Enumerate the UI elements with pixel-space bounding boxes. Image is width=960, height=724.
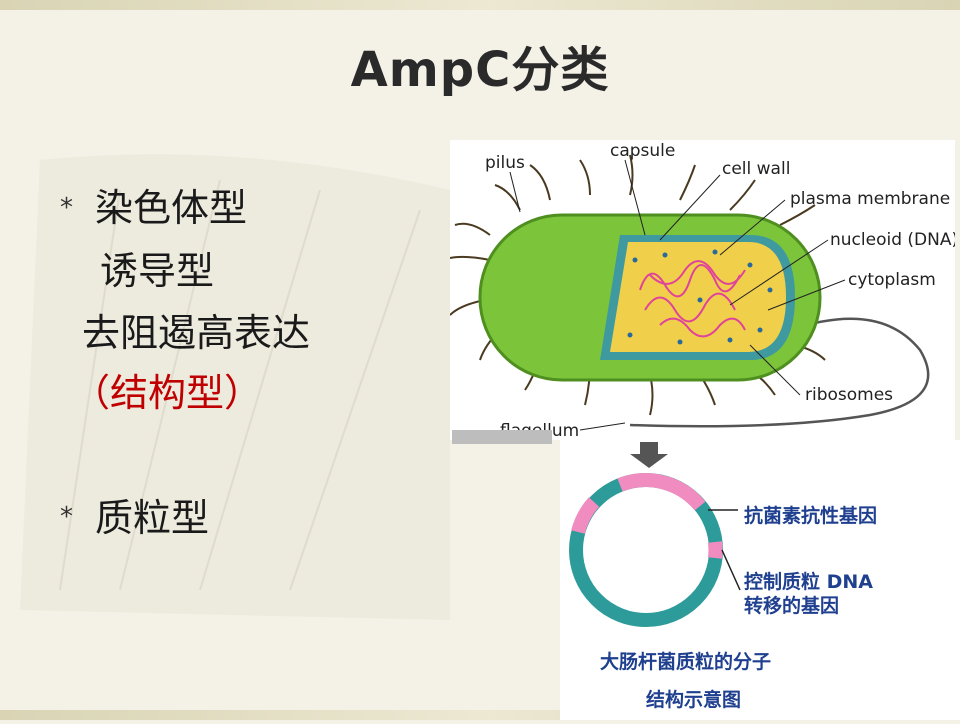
plasmid-illustration: 抗菌素抗性基因 控制质粒 DNA 转移的基因 大肠杆菌质粒的分子 结构示意图 (560, 440, 960, 720)
subitem-inducible: 诱导型 (100, 240, 214, 295)
bacterial-cell-diagram: pilus capsule cell wall plasma membrane … (450, 140, 955, 440)
bullet-chromosomal: 染色体型 (95, 177, 247, 232)
bacterial-cell-illustration: pilus capsule cell wall plasma membrane … (450, 140, 955, 440)
label-transfer-gene-1: 控制质粒 DNA (744, 570, 873, 593)
label-nucleoid: nucleoid (DNA) (830, 230, 955, 250)
plasmid-caption-1: 大肠杆菌质粒的分子 (600, 650, 771, 673)
bullet-marker: * (60, 193, 73, 223)
label-cytoplasm: cytoplasm (848, 270, 936, 290)
label-cell-wall: cell wall (722, 159, 790, 179)
label-pilus: pilus (485, 153, 525, 173)
label-capsule: capsule (610, 141, 675, 161)
top-decorative-band (0, 0, 960, 10)
plasmid-caption-2: 结构示意图 (646, 688, 741, 711)
subitem-constitutive: （结构型） (72, 362, 262, 417)
bullet-plasmid: 质粒型 (95, 487, 209, 542)
plasmid-gene-top (620, 480, 700, 506)
label-plasma-membrane: plasma membrane (790, 189, 950, 209)
plasmid-diagram: 抗菌素抗性基因 控制质粒 DNA 转移的基因 大肠杆菌质粒的分子 结构示意图 (560, 440, 960, 720)
label-transfer-gene-2: 转移的基因 (744, 594, 839, 617)
label-ribosomes: ribosomes (805, 385, 893, 405)
label-resistance-gene: 抗菌素抗性基因 (744, 504, 877, 527)
caption-strip (452, 430, 552, 444)
subitem-derepressed: 去阻遏高表达 (82, 302, 310, 357)
pointer-transfer (722, 550, 740, 590)
bullet-marker: * (60, 502, 73, 532)
slide-title: AmpC分类 (0, 30, 960, 100)
down-arrow-icon (630, 442, 668, 468)
